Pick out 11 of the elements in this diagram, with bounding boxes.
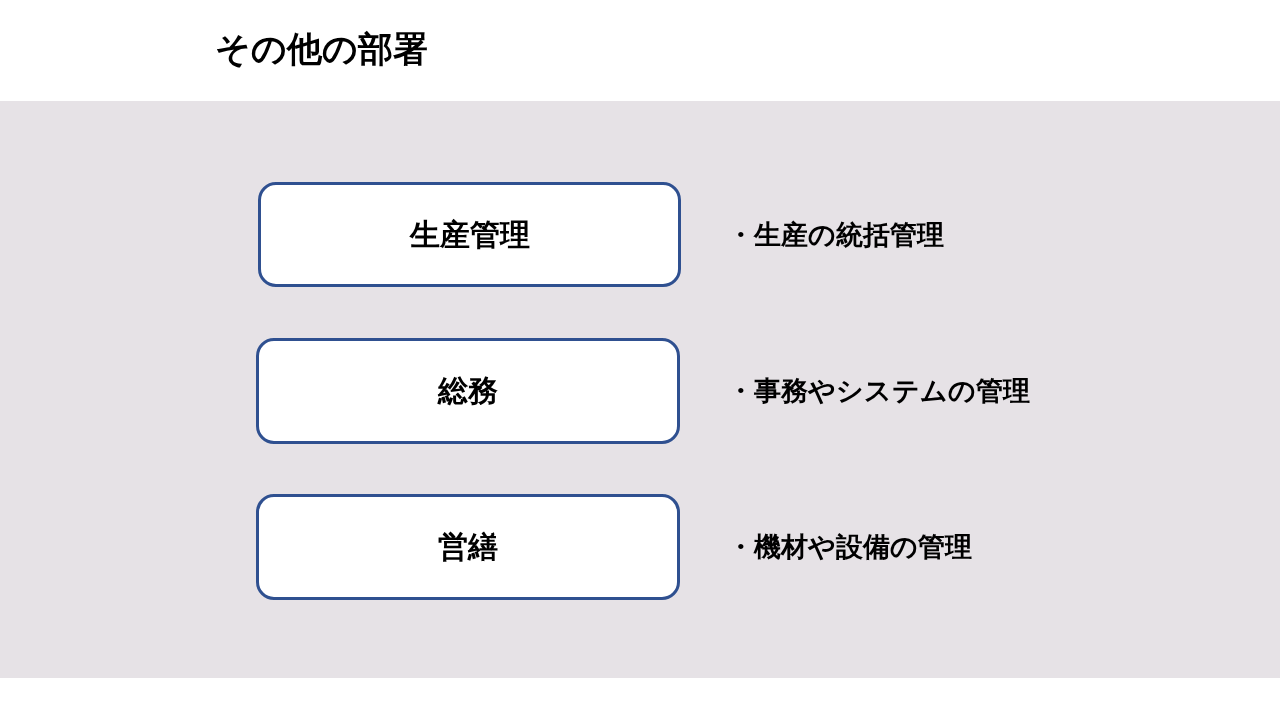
department-name: 営繕 bbox=[438, 529, 498, 565]
department-box bbox=[258, 182, 681, 287]
department-name: 総務 bbox=[438, 373, 498, 409]
description-text: ・機材や設備の管理 bbox=[727, 530, 972, 564]
description-text: ・事務やシステムの管理 bbox=[727, 374, 1030, 408]
background-band bbox=[0, 101, 1280, 678]
department-box bbox=[256, 338, 680, 444]
department-box bbox=[256, 494, 680, 600]
page-title: その他の部署 bbox=[215, 28, 428, 70]
department-name: 生産管理 bbox=[409, 216, 530, 253]
description-text: ・生産の統括管理 bbox=[727, 218, 944, 251]
